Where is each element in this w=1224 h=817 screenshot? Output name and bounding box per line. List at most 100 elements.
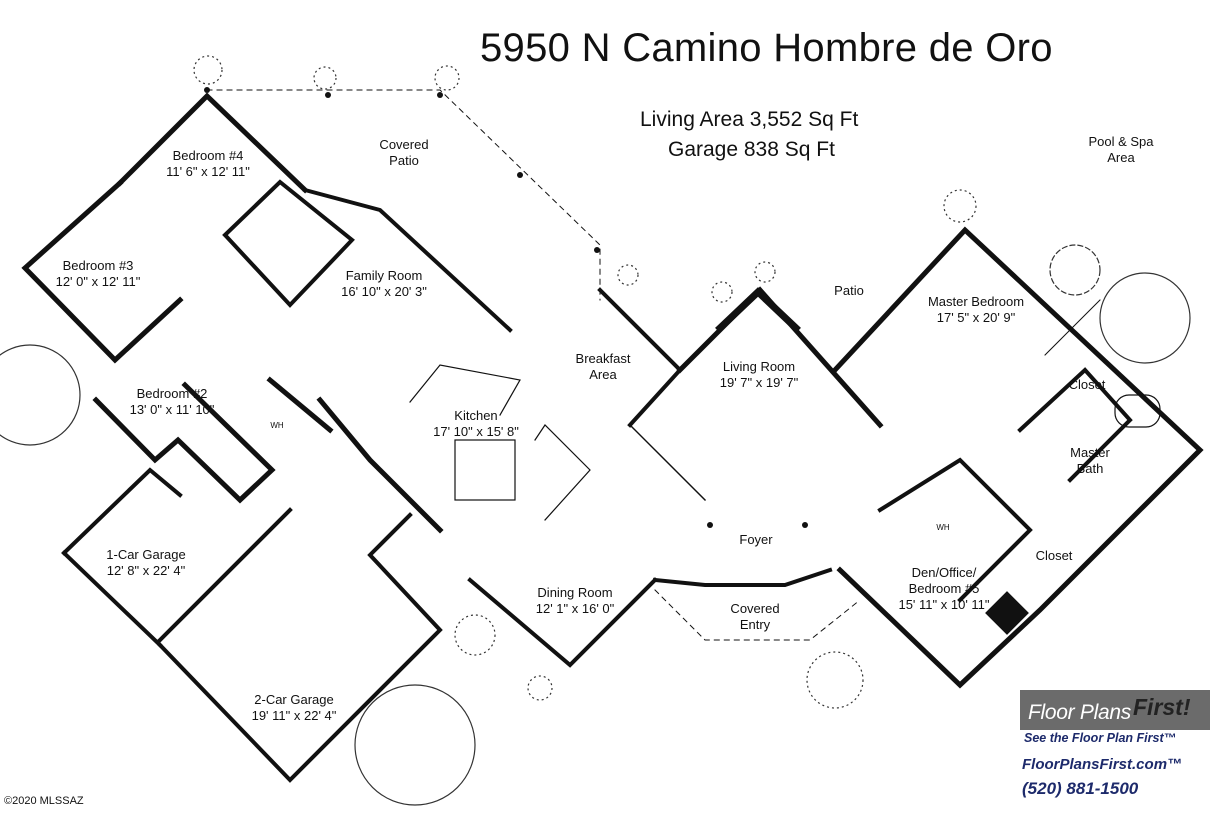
wall-master: [831, 226, 1204, 689]
patio-post-1: [204, 87, 210, 93]
room-dim: 11' 6" x 12' 11": [166, 164, 250, 179]
label-2-car-garage: 2-Car Garage 19' 11" x 22' 4": [252, 692, 337, 724]
tree-right-top: [1099, 272, 1191, 364]
label-pool-spa: Pool & Spa Area: [1088, 134, 1153, 166]
room-dim: 19' 11" x 22' 4": [251, 708, 337, 723]
room-dim: Bedroom #5: [908, 581, 980, 596]
room-name: Covered: [379, 137, 429, 152]
room-name: Closet: [1035, 548, 1073, 563]
room-name: Master: [1070, 445, 1110, 460]
shrub-3: [434, 65, 460, 91]
room-dim: 17' 10" x 15' 8": [433, 424, 519, 439]
patio-post-4: [517, 172, 523, 178]
brand-name: Floor Plans: [1028, 701, 1131, 724]
room-name: Dining Room: [537, 585, 613, 600]
room-name: Patio: [834, 283, 864, 298]
room-dim: Patio: [389, 153, 419, 168]
shrub-8: [454, 614, 496, 656]
page-title: 5950 N Camino Hombre de Oro: [480, 26, 1053, 70]
label-breakfast-area: Breakfast Area: [576, 351, 631, 383]
brand-url: FloorPlansFirst.com™: [1022, 756, 1183, 773]
brand-logo-box: [1020, 690, 1210, 730]
wall-bedroom2: [92, 381, 276, 504]
shrub-1: [193, 55, 223, 85]
patio-post-3: [437, 92, 443, 98]
brand-phone: (520) 881-1500: [1022, 779, 1139, 798]
wall-garage-mid: [157, 507, 293, 643]
wall-foyer: [652, 567, 833, 587]
foyer-post-2: [802, 522, 808, 528]
label-family-room: Family Room 16' 10" x 20' 3": [341, 268, 427, 300]
room-dim: Area: [1107, 150, 1135, 165]
label-den-office: Den/Office/ Bedroom #5 15' 11" x 10' 11": [898, 565, 989, 613]
shrub-7: [754, 261, 776, 283]
shrub-9: [527, 675, 553, 701]
room-name: Master Bedroom: [927, 294, 1025, 309]
wall-living-lower: [628, 423, 707, 502]
tub-master: [1114, 394, 1161, 428]
label-master-bedroom: Master Bedroom 17' 5" x 20' 9": [928, 294, 1024, 326]
brand-first: First!: [1133, 694, 1191, 720]
room-dim: 12' 8" x 22' 4": [106, 563, 186, 578]
patio-post-5: [594, 247, 600, 253]
wall-bedroom4: [116, 92, 309, 194]
room-dim: 16' 10" x 20' 3": [341, 284, 427, 299]
room-dim: 12' 0" x 12' 11": [55, 274, 141, 289]
label-foyer: Foyer: [739, 532, 772, 548]
wall-den: [877, 457, 1033, 603]
room-name: 2-Car Garage: [254, 692, 334, 707]
wall-garage-door-2: [159, 644, 291, 781]
room-name: 1-Car Garage: [106, 547, 186, 562]
label-1-car-garage: 1-Car Garage 12' 8" x 22' 4": [106, 547, 185, 579]
shrub-10: [806, 651, 864, 709]
label-water-heater-1: WH: [270, 421, 284, 430]
closet-fill-den: [985, 591, 1029, 635]
room-name: Breakfast: [575, 351, 631, 366]
patio-master-dash: [964, 229, 1041, 301]
garage-area-text: Garage 838 Sq Ft: [668, 138, 835, 161]
room-name: Kitchen: [454, 408, 498, 423]
wall-family: [302, 187, 513, 333]
label-kitchen: Kitchen 17' 10" x 15' 8": [433, 408, 519, 440]
fireplace-living: [715, 287, 801, 333]
room-dim: Bath: [1076, 461, 1104, 476]
label-bedroom2: Bedroom #2 13' 0" x 11' 10": [130, 386, 215, 418]
label-living-room: Living Room 19' 7" x 19' 7": [720, 359, 799, 391]
wall-covered-entry: [654, 589, 861, 641]
room-name: Bedroom #4: [172, 148, 244, 163]
wall-bedroom3: [21, 179, 184, 364]
copyright: ©2020 MLSSAZ: [4, 795, 84, 807]
wall-covered-patio: [206, 89, 601, 301]
room-dim: 13' 0" x 11' 10": [129, 402, 215, 417]
room-name: Den/Office/: [911, 565, 977, 580]
label-bedroom4: Bedroom #4 11' 6" x 12' 11": [166, 148, 250, 180]
patio-post-2: [325, 92, 331, 98]
kitchen-island: [454, 439, 516, 501]
wall-hall: [266, 376, 334, 434]
foyer-post-1: [707, 522, 713, 528]
kitchen-counter-right: [534, 424, 591, 521]
wall-garage1: [61, 467, 183, 556]
shrub-4: [943, 189, 977, 223]
label-covered-entry: Covered Entry: [730, 601, 779, 633]
wall-master-bath: [1017, 367, 1133, 483]
room-name: Pool & Spa: [1088, 134, 1154, 149]
room-name: Closet: [1068, 377, 1106, 392]
room-name: Bedroom #3: [62, 258, 134, 273]
label-dining-room: Dining Room 12' 1" x 16' 0": [536, 585, 615, 617]
label-closet-master: Closet: [1069, 377, 1106, 393]
brand-tagline: See the Floor Plan First™: [1024, 731, 1177, 745]
tree-bottom: [354, 684, 476, 806]
shrub-2: [313, 66, 337, 90]
wall-kitchen-ext: [316, 396, 444, 534]
label-closet-bath: Closet: [1036, 548, 1073, 564]
wall-master-closet: [1044, 299, 1101, 356]
label-patio: Patio: [834, 283, 864, 299]
room-dim: 17' 5" x 20' 9": [936, 310, 1016, 325]
palm-tree: [1049, 244, 1101, 296]
room-name: Covered: [730, 601, 780, 616]
room-dim: 19' 7" x 19' 7": [719, 375, 799, 390]
living-area-text: Living Area 3,552 Sq Ft: [640, 108, 859, 131]
